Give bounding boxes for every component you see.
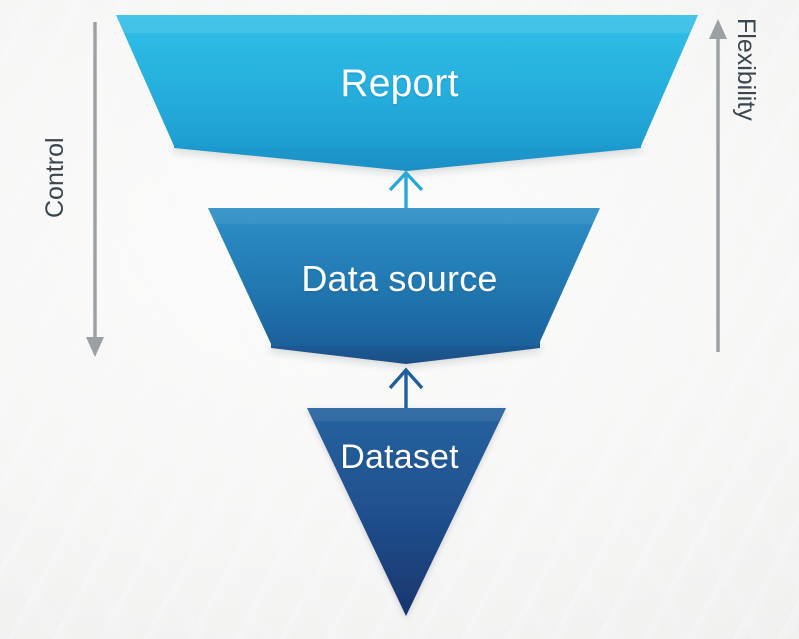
funnel-stage-data-source-body xyxy=(208,208,600,346)
axis-flexibility-arrowhead-up xyxy=(709,19,727,39)
funnel-stage-dataset[interactable] xyxy=(307,408,506,616)
axis-control-arrowhead-down xyxy=(86,337,104,357)
funnel-stage-label-data-source: Data source xyxy=(301,258,498,299)
funnel-stage-dataset-highlight xyxy=(307,408,506,421)
axis-flexibility xyxy=(709,19,727,352)
funnel-stage-report-highlight xyxy=(116,15,698,33)
funnel-stage-data-source-highlight xyxy=(208,208,600,224)
funnel-stage-report[interactable] xyxy=(116,15,698,171)
funnel-stage-report-band xyxy=(174,141,641,171)
funnel-stage-data-source-band xyxy=(271,341,540,364)
connector-arrowhead-lower xyxy=(388,367,424,390)
connector-dataset-to-data-source xyxy=(388,367,424,408)
connector-data-source-to-report xyxy=(388,170,424,208)
funnel-stage-data-source[interactable] xyxy=(208,208,600,364)
funnel-stage-label-dataset: Dataset xyxy=(340,438,459,476)
axis-label-control: Control xyxy=(41,137,69,218)
funnel-stage-report-body xyxy=(116,15,698,146)
connector-arrowhead-upper xyxy=(388,170,424,192)
axis-control xyxy=(86,22,104,357)
funnel-stage-dataset-body xyxy=(307,408,506,616)
axis-label-flexibility: Flexibility xyxy=(732,18,760,121)
funnel-stage-label-report: Report xyxy=(340,62,459,105)
